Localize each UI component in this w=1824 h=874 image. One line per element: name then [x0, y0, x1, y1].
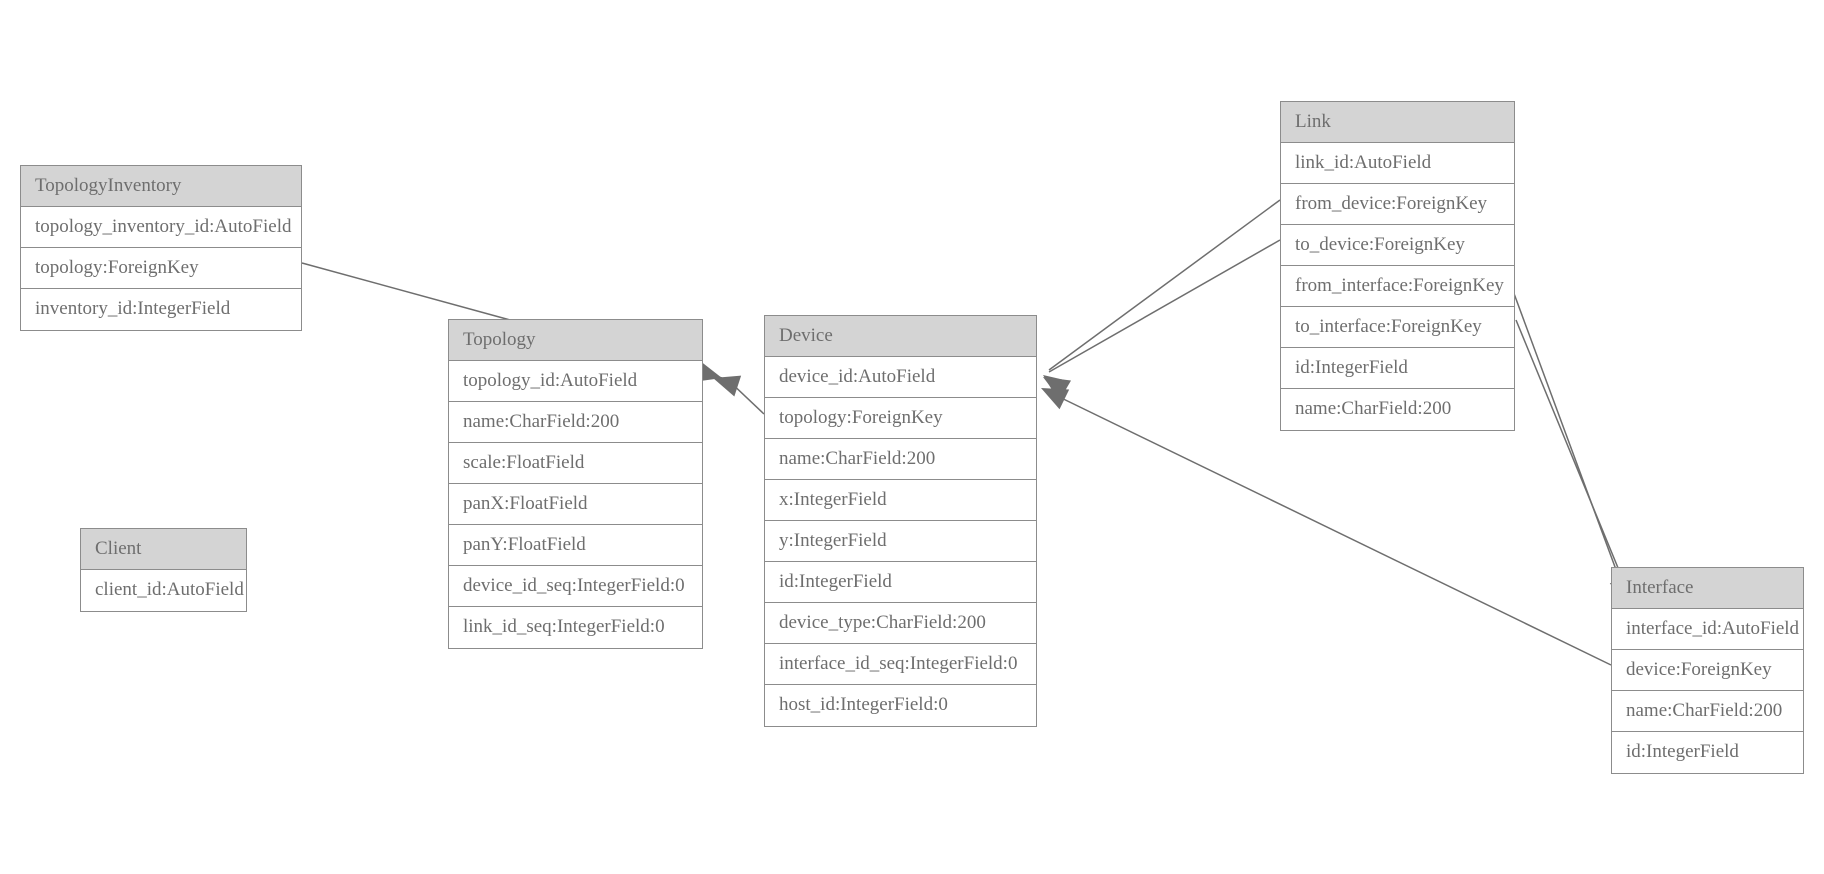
entity-title-interface: Interface	[1612, 568, 1803, 609]
relation-link-to-device	[1043, 239, 1281, 400]
relation-link-from-device	[1043, 199, 1281, 400]
entity-field-row: to_device:ForeignKey	[1281, 225, 1514, 266]
entity-field-row: topology:ForeignKey	[765, 398, 1036, 439]
entity-field-row: to_interface:ForeignKey	[1281, 307, 1514, 348]
entity-field-row: name:CharField:200	[449, 402, 702, 443]
entity-field-row: device_type:CharField:200	[765, 603, 1036, 644]
entity-field-row: topology:ForeignKey	[21, 248, 301, 289]
entity-field-row: interface_id:AutoField	[1612, 609, 1803, 650]
entity-title-link: Link	[1281, 102, 1514, 143]
relation-line	[1048, 391, 1612, 666]
relation-arrowhead-icon	[713, 375, 742, 397]
entity-title-client: Client	[81, 529, 246, 570]
entity-field-row: inventory_id:IntegerField	[21, 289, 301, 330]
entity-field-row: device_id_seq:IntegerField:0	[449, 566, 702, 607]
relation-line	[1048, 239, 1281, 373]
relation-arrowhead-icon	[1043, 377, 1072, 400]
entity-field-row: name:CharField:200	[765, 439, 1036, 480]
entity-field-row: topology_inventory_id:AutoField	[21, 207, 301, 248]
relation-line	[1508, 279, 1626, 595]
entity-field-row: link_id:AutoField	[1281, 143, 1514, 184]
entity-title-device: Device	[765, 316, 1036, 357]
entity-title-topology_inventory: TopologyInventory	[21, 166, 301, 207]
entity-field-row: id:IntegerField	[1281, 348, 1514, 389]
entity-field-row: name:CharField:200	[1612, 691, 1803, 732]
entity-field-row: panY:FloatField	[449, 525, 702, 566]
relation-arrowhead-icon	[1043, 375, 1071, 400]
entity-field-row: id:IntegerField	[765, 562, 1036, 603]
entity-field-row: id:IntegerField	[1612, 732, 1803, 773]
entity-field-row: from_device:ForeignKey	[1281, 184, 1514, 225]
entity-field-row: name:CharField:200	[1281, 389, 1514, 430]
relation-line	[1515, 319, 1631, 598]
entity-field-row: device_id:AutoField	[765, 357, 1036, 398]
entity-title-topology: Topology	[449, 320, 702, 361]
relation-line	[1048, 199, 1281, 371]
entity-field-row: client_id:AutoField	[81, 570, 246, 611]
entity-field-row: device:ForeignKey	[1612, 650, 1803, 691]
relation-device-topology	[713, 375, 765, 415]
entity-field-row: link_id_seq:IntegerField:0	[449, 607, 702, 648]
entity-field-row: x:IntegerField	[765, 480, 1036, 521]
entity-field-row: from_interface:ForeignKey	[1281, 266, 1514, 307]
entity-field-row: scale:FloatField	[449, 443, 702, 484]
entity-field-row: panX:FloatField	[449, 484, 702, 525]
entity-field-row: y:IntegerField	[765, 521, 1036, 562]
relation-arrowhead-icon	[1041, 388, 1070, 410]
entity-field-row: topology_id:AutoField	[449, 361, 702, 402]
relation-line	[726, 378, 765, 415]
entity-field-row: interface_id_seq:IntegerField:0	[765, 644, 1036, 685]
relation-link-from-interface	[1508, 279, 1631, 604]
entity-field-row: host_id:IntegerField:0	[765, 685, 1036, 726]
